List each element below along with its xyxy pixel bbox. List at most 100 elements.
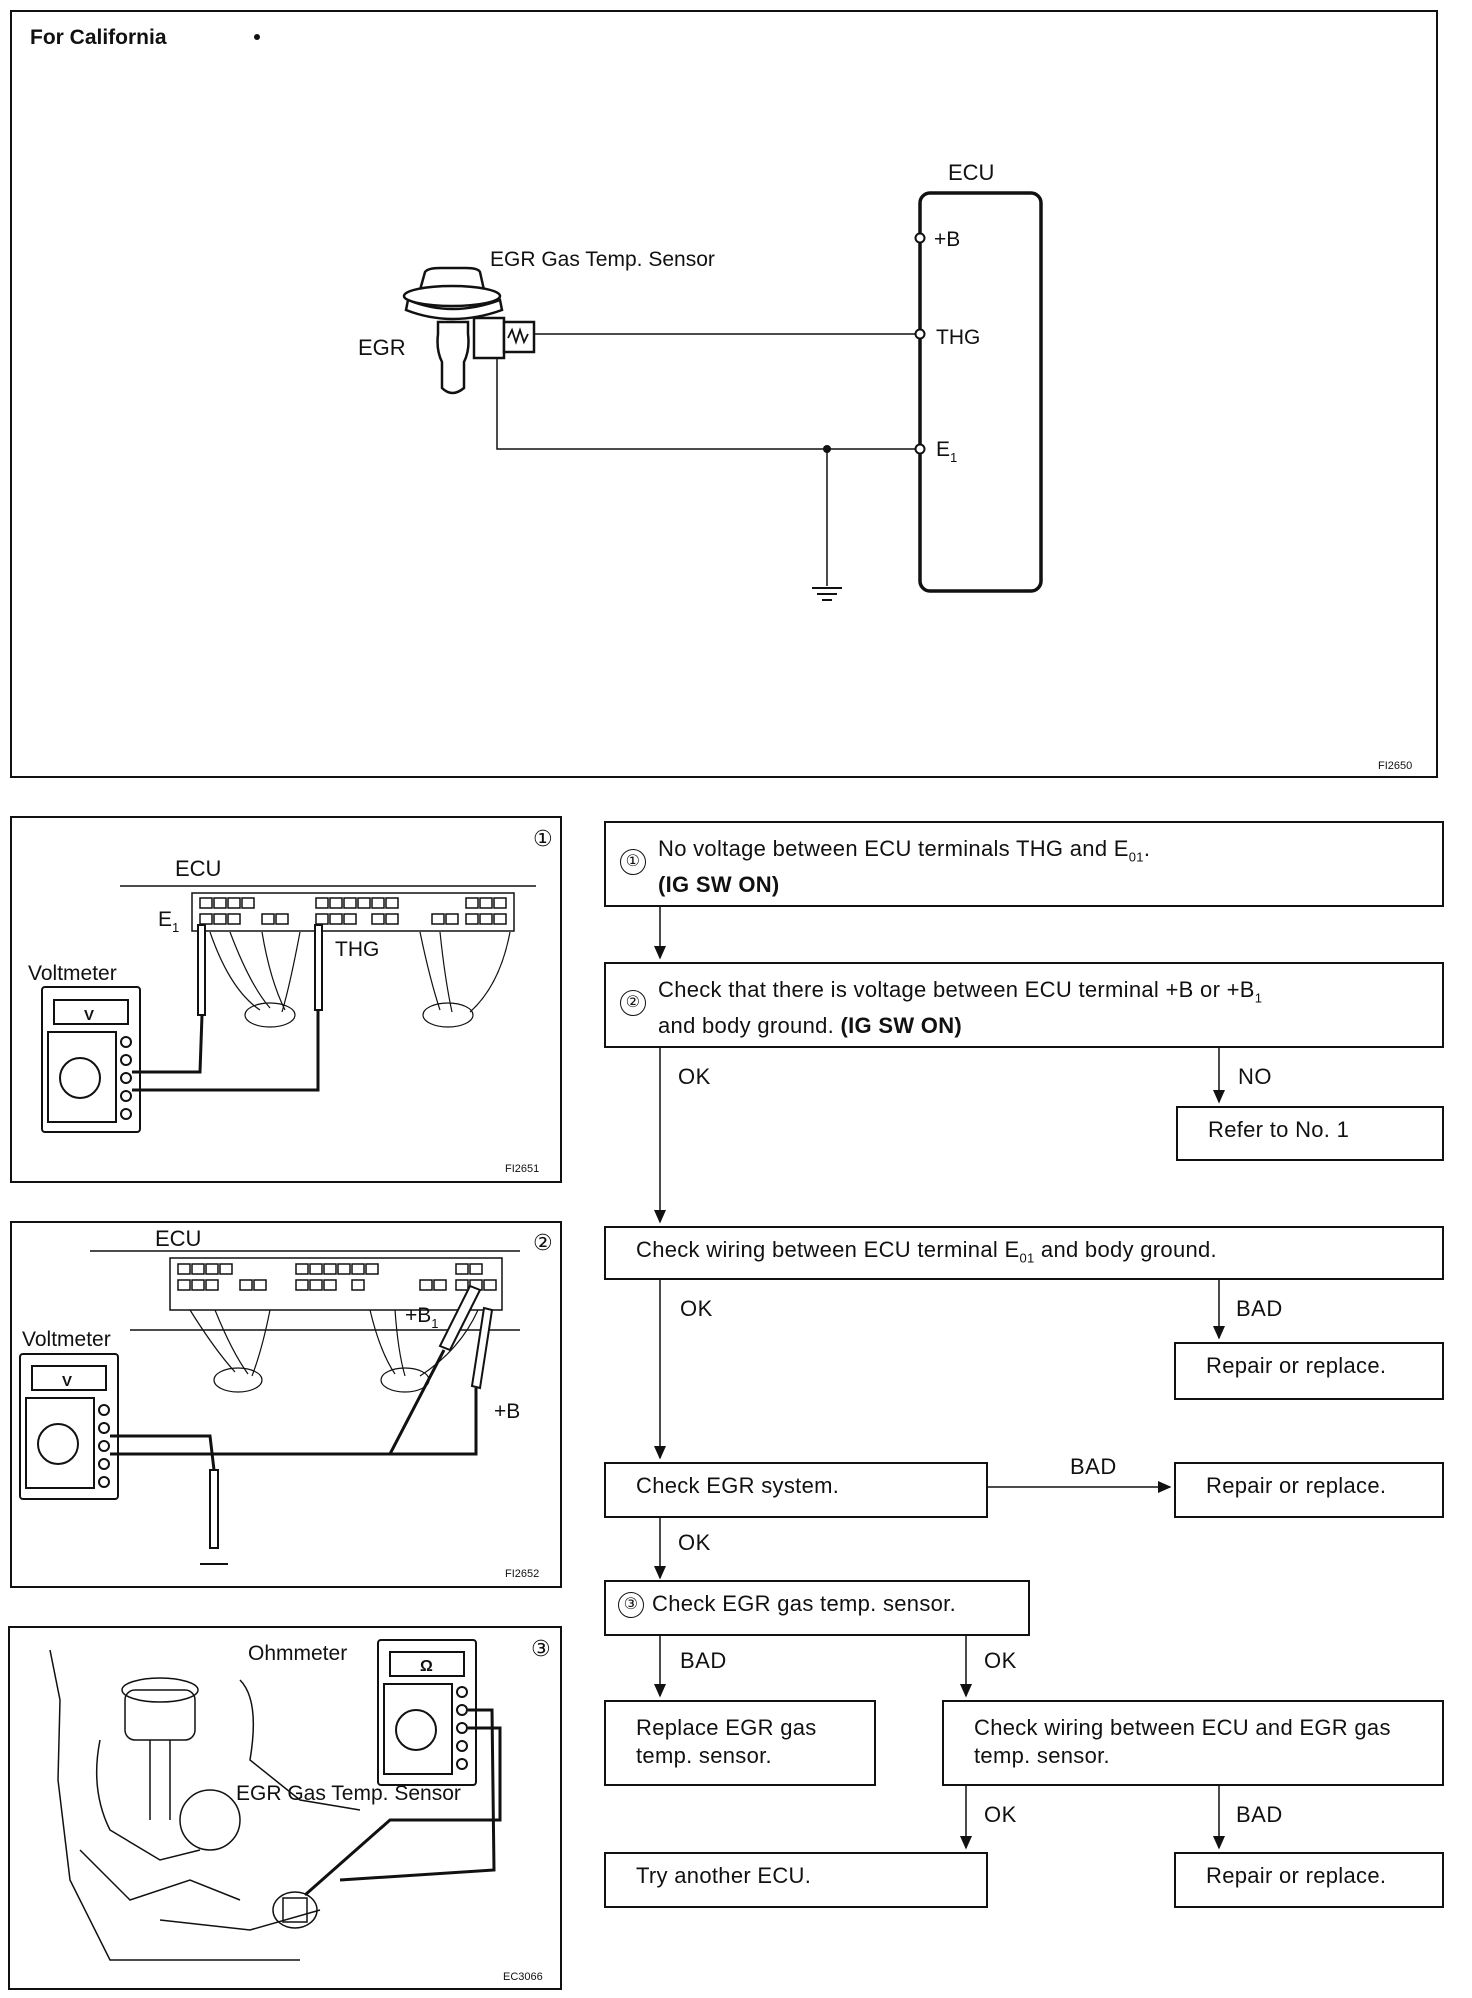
fig3-lead-1 (339, 1708, 496, 1882)
flow-wiring-e01-sub: 01 (1019, 1250, 1035, 1266)
flow-step1-condition: (IG SW ON) (658, 872, 780, 898)
flow-repair-3-text: Repair or replace. (1206, 1863, 1387, 1888)
flow-ok-4: OK (984, 1648, 1017, 1673)
flow-repair-1-box: Repair or replace. (1174, 1342, 1444, 1400)
schematic-frame (10, 10, 1438, 778)
schematic-ecu-label: ECU (948, 160, 994, 185)
flow-step3-text: Check EGR gas temp. sensor. (652, 1591, 957, 1616)
flow-step1-end: . (1143, 836, 1151, 861)
fig1-harness-icon (209, 931, 511, 1028)
fig2-meter-face: V (62, 1373, 72, 1390)
fig3-sensor-label: EGR Gas Temp. Sensor (236, 1782, 461, 1805)
flow-refer-box: Refer to No. 1 (1176, 1106, 1444, 1161)
flow-step1-sub: 01 (1128, 849, 1144, 865)
flow-step1-box: ① No voltage between ECU terminals THG a… (604, 821, 1444, 907)
thermistor-icon (507, 327, 529, 345)
flow-step2-text: Check that there is voltage between ECU … (658, 977, 1255, 1002)
flow-connectors (654, 907, 1225, 1850)
flow-bad-4: BAD (1236, 1802, 1283, 1827)
flow-check-wiring-sensor-box: Check wiring between ECU and EGR gas tem… (942, 1700, 1444, 1786)
flow-ok-1: OK (678, 1064, 711, 1089)
fig2-connector-icon (169, 1257, 503, 1311)
flow-try-ecu-box: Try another ECU. (604, 1852, 988, 1908)
fig2-lead-1 (110, 1434, 216, 1471)
fig3-lead-2 (304, 1726, 502, 1897)
schematic-title: For California (30, 26, 167, 49)
flow-repair-2-text: Repair or replace. (1206, 1473, 1387, 1498)
flow-check-egr-box: Check EGR system. (604, 1462, 988, 1518)
fig3-number: ③ (531, 1636, 551, 1661)
fig1-lead-2 (132, 1010, 320, 1092)
flow-bad-3: BAD (680, 1648, 727, 1673)
egr-valve-icon (402, 266, 536, 395)
fig1-thg-label: THG (335, 938, 379, 961)
fig2-voltmeter-icon (19, 1353, 119, 1500)
terminal-b-label: +B (934, 228, 960, 251)
fig1-connector-icon (191, 892, 515, 932)
flow-step2-text-2: and body ground. (658, 1013, 835, 1039)
fig1-frame (10, 816, 562, 1183)
fig2-harness-icon (189, 1309, 479, 1393)
flow-step2-box: ② Check that there is voltage between EC… (604, 962, 1444, 1048)
flow-ok-5: OK (984, 1802, 1017, 1827)
flow-repair-3-box: Repair or replace. (1174, 1852, 1444, 1908)
fig1-meter-face: V (84, 1007, 94, 1024)
ground-icon (812, 587, 842, 601)
flow-wiring-e01-end: and body ground. (1034, 1237, 1217, 1262)
flow-bad-1: BAD (1236, 1296, 1283, 1321)
speck (254, 34, 260, 40)
flow-check-wiring-sensor-text: Check wiring between ECU and EGR gas tem… (974, 1715, 1391, 1768)
terminal-e1-label: E1 (936, 438, 957, 465)
fig2-ecu-label: ECU (155, 1226, 201, 1251)
flow-step1-number: ① (620, 849, 646, 875)
schematic-fig-code: FI2650 (1378, 760, 1412, 772)
fig2-meter-label: Voltmeter (22, 1328, 111, 1351)
fig3-code: EC3066 (503, 1971, 543, 1983)
fig1-code: FI2651 (505, 1163, 539, 1175)
fig2-code: FI2652 (505, 1568, 539, 1580)
schematic-ecu-block (918, 191, 1043, 593)
fig1-voltmeter-icon (41, 986, 141, 1133)
fig1-lead-1 (132, 1014, 204, 1074)
fig2-number: ② (533, 1230, 553, 1255)
flow-step2-number: ② (620, 990, 646, 1016)
flow-step2-condition: (IG SW ON) (840, 1013, 963, 1039)
flow-repair-2-box: Repair or replace. (1174, 1462, 1444, 1518)
flow-step3-number: ③ (618, 1592, 644, 1619)
fig1-ecu-label: ECU (175, 856, 221, 881)
flow-bad-2: BAD (1070, 1454, 1117, 1479)
terminal-e1-dot (914, 443, 926, 455)
terminal-thg-label: THG (936, 326, 980, 349)
fig1-e1-label: E1 (158, 908, 179, 935)
fig1-number: ① (533, 826, 553, 851)
flow-wiring-e01-box: Check wiring between ECU terminal E01 an… (604, 1226, 1444, 1280)
fig2-lead-2 (110, 1349, 446, 1456)
wire-e1 (496, 352, 916, 450)
flow-ok-3: OK (678, 1530, 711, 1555)
flow-step2-sub: 1 (1254, 990, 1263, 1006)
fig2-lead-3 (390, 1388, 478, 1456)
flow-refer-text: Refer to No. 1 (1208, 1117, 1350, 1142)
flow-wiring-e01-text: Check wiring between ECU terminal E (636, 1237, 1020, 1262)
flow-step1-text: No voltage between ECU terminals THG and… (658, 836, 1129, 861)
terminal-b-dot (914, 232, 926, 244)
flow-step3-box: ③ Check EGR gas temp. sensor. (604, 1580, 1030, 1636)
flow-ok-2: OK (680, 1296, 713, 1321)
terminal-thg-dot (914, 328, 926, 340)
fig2-frame (10, 1221, 562, 1588)
sensor-label: EGR Gas Temp. Sensor (490, 248, 715, 271)
fig3-meter-face: Ω (420, 1658, 433, 1675)
fig3-engine-icon (49, 1649, 361, 1961)
flow-try-ecu-text: Try another ECU. (636, 1863, 812, 1888)
flow-no-1: NO (1238, 1064, 1272, 1089)
flow-repair-1-text: Repair or replace. (1206, 1353, 1387, 1378)
egr-label: EGR (358, 335, 406, 360)
fig3-frame (8, 1626, 562, 1990)
fig3-meter-label: Ohmmeter (248, 1642, 347, 1665)
fig2-b1-label: +B1 (405, 1304, 439, 1331)
fig1-meter-label: Voltmeter (28, 962, 117, 985)
fig1-probe-icon (197, 924, 323, 1016)
flow-replace-sensor-text: Replace EGR gas temp. sensor. (636, 1715, 817, 1768)
fig2-b-label: +B (494, 1400, 520, 1423)
